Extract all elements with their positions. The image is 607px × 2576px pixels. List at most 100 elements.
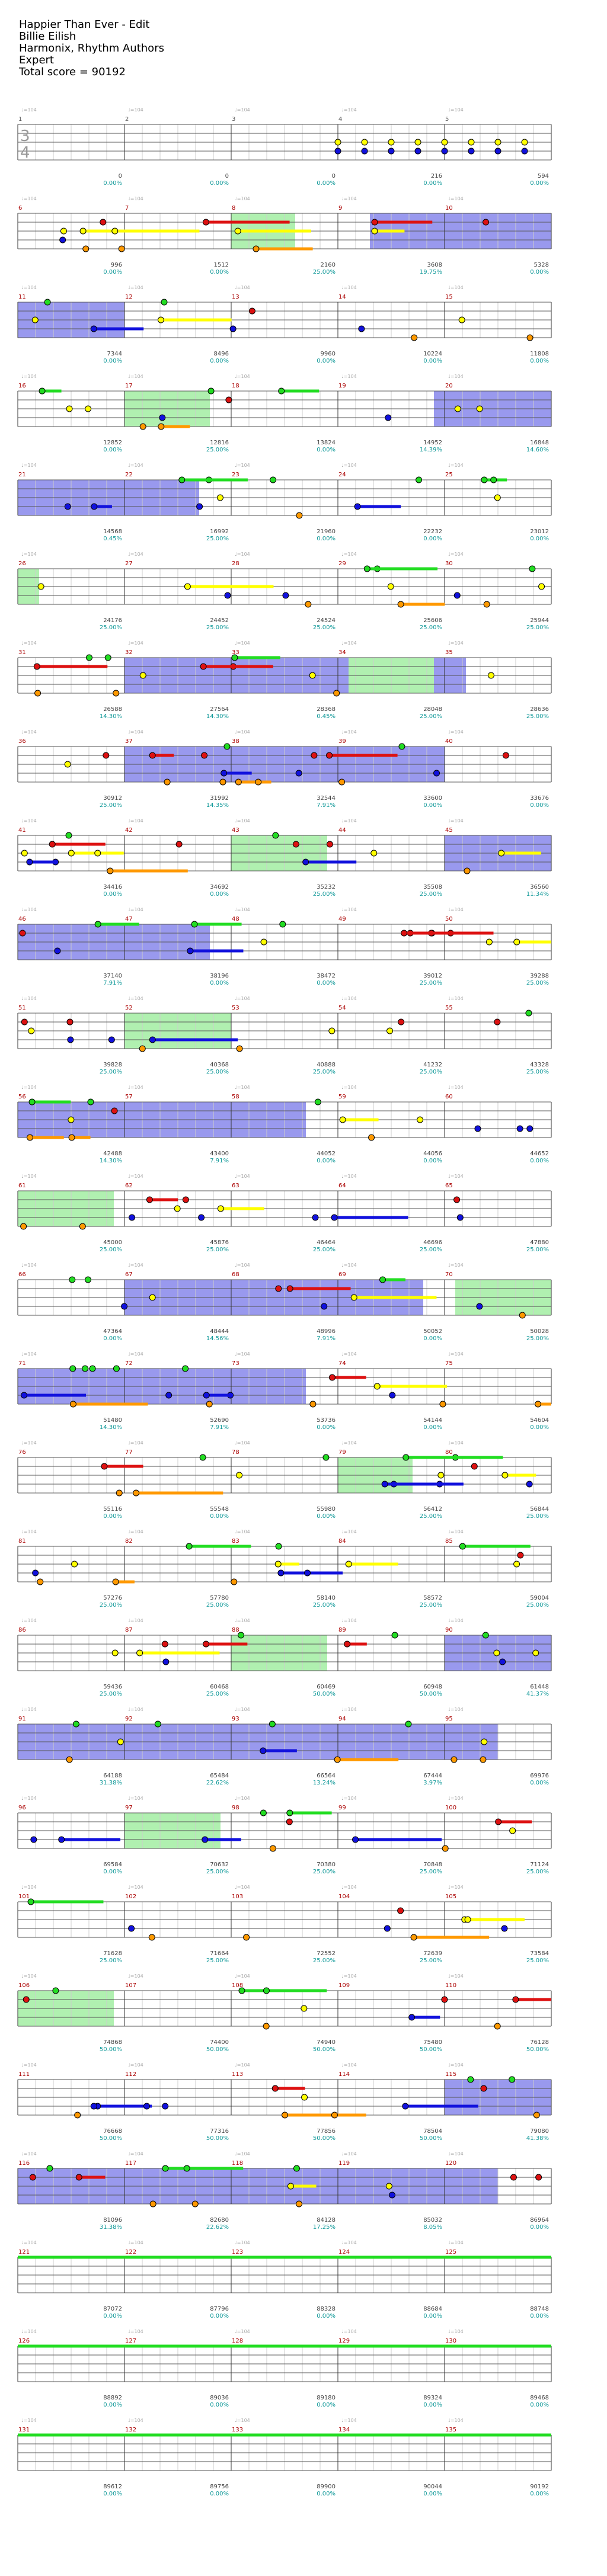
measure-score: 90044	[423, 2484, 442, 2490]
measure-sp-percent: 25.00%	[420, 1069, 442, 1075]
measure-number: 117	[125, 2160, 136, 2167]
note-blue	[456, 1214, 464, 1221]
note-blue	[312, 1214, 319, 1221]
measure-sp-percent: 25.00%	[420, 891, 442, 898]
measure-sp-percent: 14.39%	[420, 447, 442, 453]
note-yellow	[501, 1472, 509, 1479]
note-red	[182, 1196, 189, 1203]
tempo-mark: ♩=104	[341, 1973, 357, 1979]
note-blue	[389, 1392, 396, 1399]
measure-score: 0	[332, 173, 336, 180]
measure-sp-percent: 0.00%	[210, 180, 229, 187]
measure-score: 50052	[423, 1328, 442, 1335]
measure-sp-percent: 25.00%	[206, 1602, 229, 1609]
measure-score: 34692	[210, 884, 229, 890]
tempo-mark: ♩=104	[128, 2418, 143, 2423]
tempo-mark: ♩=104	[128, 463, 143, 468]
measure-number: 20	[445, 383, 453, 389]
measure-number: 64	[338, 1183, 346, 1189]
measure-score: 594	[538, 173, 549, 180]
measure-sp-percent: 0.00%	[210, 2491, 229, 2497]
measure-number: 30	[445, 560, 453, 567]
measure-score: 2160	[321, 262, 336, 268]
tempo-mark: ♩=104	[21, 1263, 37, 1268]
measure-score: 61448	[530, 1684, 549, 1690]
measure-number: 133	[232, 2427, 243, 2433]
measure-sp-percent: 25.00%	[526, 1513, 549, 1520]
note-yellow	[136, 1649, 143, 1657]
note-yellow	[287, 2183, 294, 2190]
tempo-mark: ♩=104	[341, 196, 357, 201]
measure-number: 132	[125, 2427, 136, 2433]
note-blue	[526, 1125, 533, 1132]
measure-number: 21	[18, 472, 26, 478]
measure-score: 44056	[423, 1151, 442, 1157]
tempo-mark: ♩=104	[341, 2151, 357, 2157]
tempo-mark: ♩=104	[235, 1263, 250, 1268]
measure-sp-percent: 0.00%	[423, 2402, 442, 2408]
measure-number: 75	[445, 1360, 453, 1367]
note-yellow	[236, 1472, 243, 1479]
note-yellow	[301, 2005, 308, 2012]
measure-number: 3	[232, 116, 235, 123]
tempo-mark: ♩=104	[128, 552, 143, 557]
measure-number: 54	[338, 1005, 346, 1011]
tempo-mark: ♩=104	[21, 907, 37, 912]
measure-score: 88328	[317, 2306, 336, 2312]
tempo-mark: ♩=104	[21, 640, 37, 646]
measure-sp-percent: 14.30%	[206, 713, 229, 720]
tempo-mark: ♩=104	[448, 285, 464, 290]
note-yellow	[498, 850, 505, 857]
measure-sp-percent: 25.00%	[526, 1335, 549, 1342]
measure-score: 14952	[423, 440, 442, 446]
note-green	[459, 1543, 466, 1550]
note-blue	[334, 148, 341, 155]
measure-sp-percent: 25.00%	[526, 624, 549, 631]
tempo-mark: ♩=104	[21, 107, 37, 113]
measure-sp-percent: 25.00%	[313, 1957, 336, 1964]
measure-sp-percent: 0.00%	[317, 358, 336, 364]
note-yellow	[513, 1561, 520, 1568]
note-orange	[439, 1401, 446, 1408]
note-orange	[411, 334, 418, 341]
measure-number: 56	[18, 1094, 26, 1100]
note-blue	[521, 148, 528, 155]
measure-number: 4	[338, 116, 342, 123]
measure-number: 58	[232, 1094, 239, 1100]
measure-score: 33600	[423, 795, 442, 802]
measure-score: 39288	[530, 973, 549, 979]
measure-sp-percent: 25.00%	[206, 1247, 229, 1253]
note-blue	[381, 1481, 388, 1488]
measure-score: 77856	[317, 2128, 336, 2135]
tempo-mark: ♩=104	[448, 463, 464, 468]
note-blue	[389, 2191, 396, 2199]
measure-sp-percent: 14.35%	[206, 802, 229, 809]
note-yellow	[513, 938, 520, 946]
measure-number: 113	[232, 2071, 243, 2078]
measure-number: 73	[232, 1360, 239, 1367]
note-green	[154, 1720, 161, 1728]
measure-score: 55980	[317, 1506, 336, 1513]
measure-number: 130	[445, 2338, 456, 2344]
measure-number: 10	[445, 205, 453, 212]
note-yellow	[85, 405, 92, 412]
tempo-mark: ♩=104	[21, 996, 37, 1001]
measure-score: 60948	[423, 1684, 442, 1690]
note-red	[248, 307, 255, 315]
measure-number: 123	[232, 2249, 243, 2255]
note-green	[186, 1543, 193, 1550]
tempo-mark: ♩=104	[128, 1707, 143, 1712]
note-blue	[58, 1836, 65, 1843]
tempo-mark: ♩=104	[21, 729, 37, 735]
measure-number: 49	[338, 916, 346, 922]
measure-sp-percent: 25.00%	[313, 891, 336, 898]
note-green	[279, 921, 286, 928]
measure-number: 112	[125, 2071, 136, 2078]
note-blue	[149, 1036, 156, 1043]
measure-number: 28	[232, 560, 239, 567]
tempo-mark: ♩=104	[21, 1351, 37, 1357]
measure-score: 27564	[210, 706, 229, 713]
note-green	[278, 387, 285, 395]
measure-sp-percent: 25.00%	[100, 1247, 122, 1253]
note-red	[453, 1196, 461, 1203]
